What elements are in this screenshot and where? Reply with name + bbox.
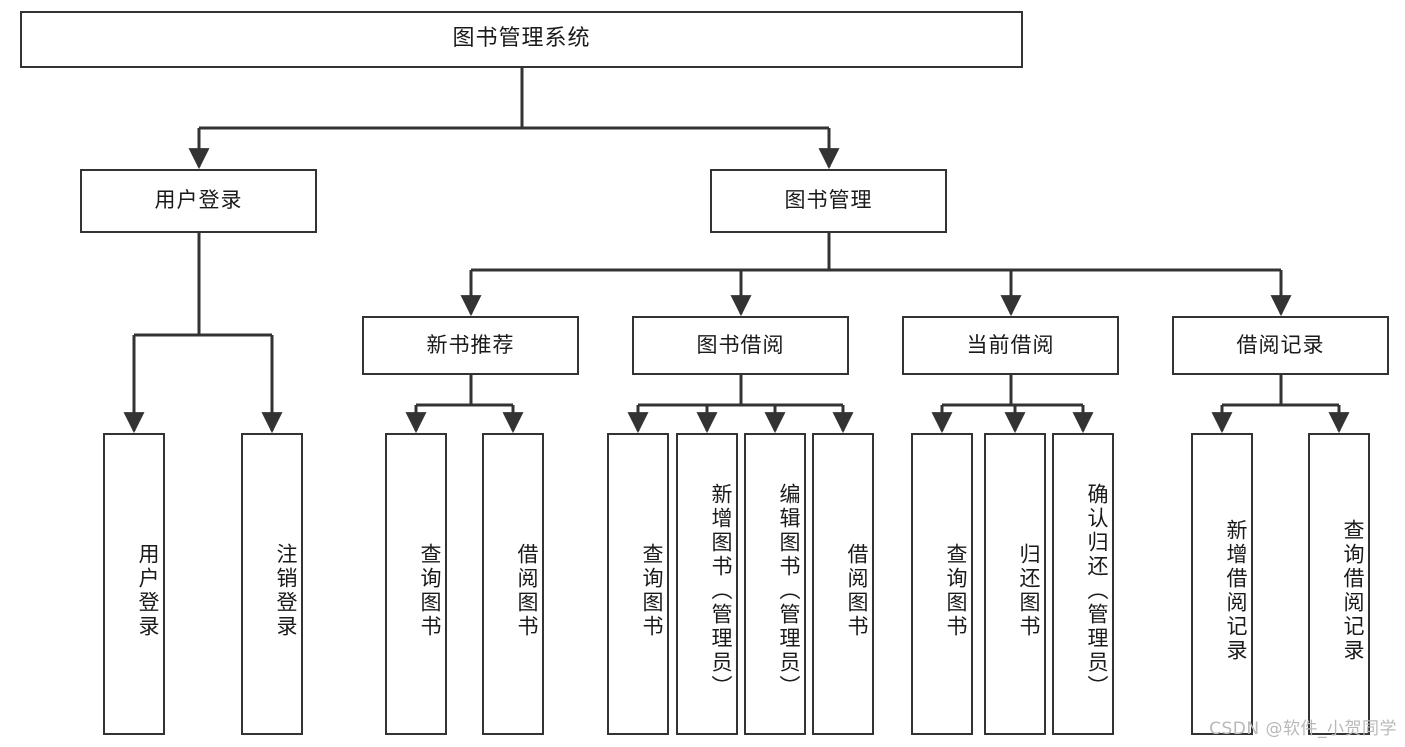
node-label: 图书借阅	[696, 332, 785, 357]
node-label: 新书推荐	[426, 332, 515, 357]
node-leaf-record-query[interactable]: 查询借阅记录	[1308, 433, 1370, 735]
node-label: 查询图书	[640, 543, 664, 639]
node-user-login[interactable]: 用户登录	[80, 169, 317, 233]
node-new-book-rec[interactable]: 新书推荐	[362, 316, 579, 375]
node-leaf-user-logout[interactable]: 注销登录	[241, 433, 303, 735]
node-root[interactable]: 图书管理系统	[20, 11, 1023, 68]
node-label: 图书管理	[784, 188, 873, 213]
node-leaf-current-confirm-return[interactable]: 确认归还（管理员）	[1052, 433, 1114, 735]
node-label: 查询借阅记录	[1341, 519, 1365, 663]
node-leaf-rec-borrow-book[interactable]: 借阅图书	[482, 433, 544, 735]
node-label: 图书管理系统	[452, 26, 591, 52]
node-leaf-user-login[interactable]: 用户登录	[103, 433, 165, 735]
node-leaf-record-add[interactable]: 新增借阅记录	[1191, 433, 1253, 735]
node-leaf-current-return-book[interactable]: 归还图书	[984, 433, 1046, 735]
node-leaf-borrow-borrow-book[interactable]: 借阅图书	[812, 433, 874, 735]
node-label: 新增图书（管理员）	[709, 483, 733, 699]
node-label: 确认归还（管理员）	[1085, 483, 1109, 699]
node-label: 借阅图书	[845, 543, 869, 639]
node-book-borrow[interactable]: 图书借阅	[632, 316, 849, 375]
node-label: 查询图书	[944, 543, 968, 639]
node-label: 注销登录	[274, 543, 298, 639]
node-current-borrow[interactable]: 当前借阅	[902, 316, 1119, 375]
node-label: 借阅记录	[1236, 332, 1325, 357]
node-label: 编辑图书（管理员）	[777, 483, 801, 699]
node-label: 新增借阅记录	[1224, 519, 1248, 663]
node-book-manage[interactable]: 图书管理	[710, 169, 947, 233]
node-label: 用户登录	[154, 188, 243, 213]
node-leaf-borrow-edit-book[interactable]: 编辑图书（管理员）	[744, 433, 806, 735]
node-label: 归还图书	[1017, 543, 1041, 639]
node-label: 查询图书	[418, 543, 442, 639]
watermark-text: CSDN @软件_小贺同学	[1209, 719, 1397, 739]
node-leaf-current-query-book[interactable]: 查询图书	[911, 433, 973, 735]
node-label: 借阅图书	[515, 543, 539, 639]
node-leaf-borrow-query-book[interactable]: 查询图书	[607, 433, 669, 735]
node-label: 当前借阅	[966, 332, 1055, 357]
node-label: 用户登录	[136, 543, 160, 639]
node-leaf-rec-query-book[interactable]: 查询图书	[385, 433, 447, 735]
node-leaf-borrow-add-book[interactable]: 新增图书（管理员）	[676, 433, 738, 735]
node-borrow-record[interactable]: 借阅记录	[1172, 316, 1389, 375]
